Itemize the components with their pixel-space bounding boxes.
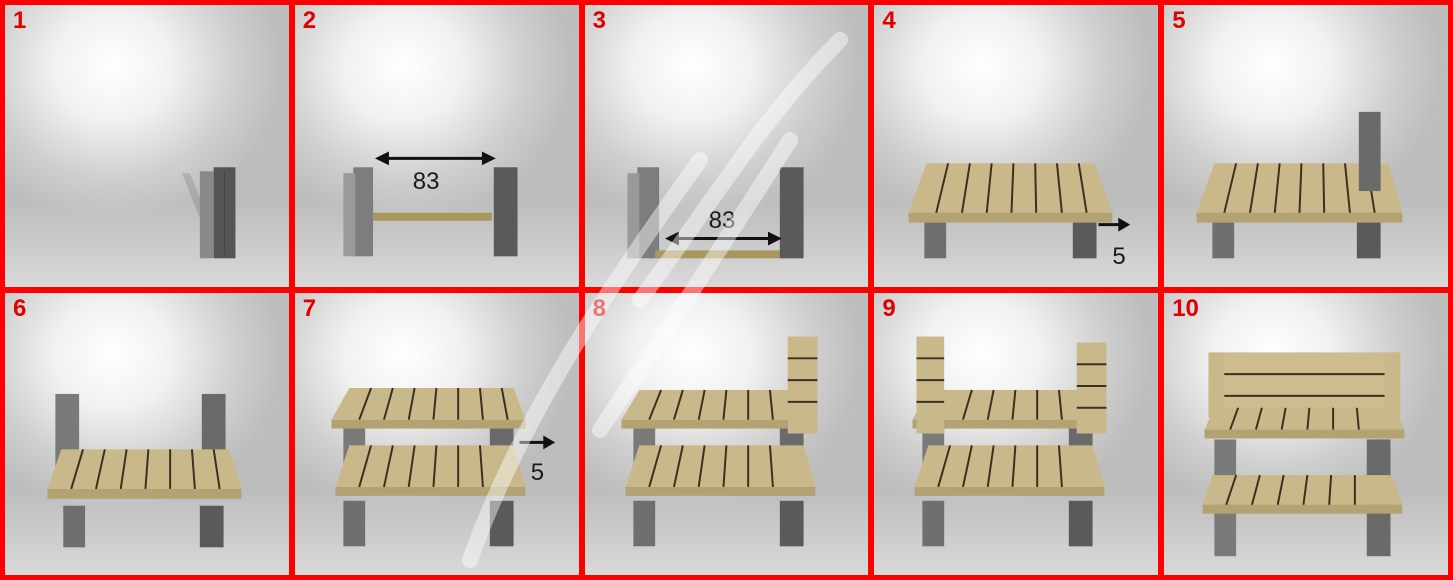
step-number: 9: [882, 297, 895, 321]
concrete-block-upright: [1359, 112, 1381, 191]
wood-spacer: [373, 213, 492, 221]
scene-two-blocks-spacer: [295, 5, 579, 287]
scene-finished-bench: [1164, 293, 1448, 575]
step-panel-9: 9: [874, 293, 1158, 575]
step-number: 3: [593, 9, 606, 33]
step-panel-7: 7 5: [295, 293, 579, 575]
wood-backrest-side: [787, 337, 817, 434]
offset-label: 5: [531, 461, 544, 485]
wood-seat-lower: [1203, 475, 1403, 505]
step-number: 2: [303, 9, 316, 33]
wood-seat-lower: [915, 445, 1105, 487]
step-panel-5: 5: [1164, 5, 1448, 287]
step-panel-2: 2 83: [295, 5, 579, 287]
scene-seat-with-upright: [1164, 5, 1448, 287]
scene-seat-two-uprights: [5, 293, 289, 575]
step-number: 10: [1172, 297, 1199, 321]
concrete-block: [779, 501, 803, 547]
step-number: 5: [1172, 9, 1185, 33]
concrete-block: [494, 167, 518, 256]
step-number: 7: [303, 297, 316, 321]
step-panel-6: 6: [5, 293, 289, 575]
step-panel-3: 3 83: [585, 5, 869, 287]
step-panel-10: 10: [1164, 293, 1448, 575]
concrete-block: [490, 501, 514, 547]
concrete-block: [637, 167, 659, 258]
wood-seat-lower: [625, 445, 815, 487]
offset-label: 5: [1112, 245, 1125, 269]
wood-seat-lower: [335, 445, 525, 487]
scene-single-block: [5, 5, 289, 287]
scene-two-seats-two-backs: [874, 293, 1158, 575]
step-number: 4: [882, 9, 895, 33]
step-panel-4: 4 5: [874, 5, 1158, 287]
concrete-block: [353, 167, 373, 256]
step-panel-1: 1: [5, 5, 289, 287]
step-number: 8: [593, 297, 606, 321]
wood-backrest-side: [1077, 342, 1107, 433]
concrete-block: [200, 171, 214, 258]
dimension-label: 83: [709, 209, 736, 233]
concrete-block: [779, 167, 803, 258]
step-number: 6: [13, 297, 26, 321]
wood-backrest-side: [1385, 352, 1401, 417]
concrete-block: [200, 506, 224, 548]
concrete-block: [1069, 501, 1093, 547]
scene-two-seats: [295, 293, 579, 575]
wood-spacer: [655, 250, 784, 258]
concrete-block: [63, 506, 85, 548]
wood-backrest-side: [917, 337, 945, 434]
dimension-label: 83: [413, 170, 440, 194]
step-panel-8: 8: [585, 293, 869, 575]
scene-two-seats-one-back: [585, 293, 869, 575]
step-number: 1: [13, 9, 26, 33]
concrete-block: [633, 501, 655, 547]
concrete-block: [923, 501, 945, 547]
concrete-block: [343, 501, 365, 547]
scene-blocks-spacer-floor: [585, 5, 869, 287]
wood-backrest-side: [1209, 352, 1225, 417]
